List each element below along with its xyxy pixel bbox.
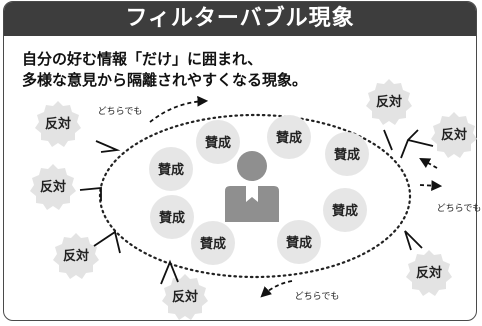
against-badge: 反対 [162,274,208,320]
deflect-arrow-icon [404,230,423,251]
against-badge: 反対 [431,112,477,158]
neutral-label: どちらでも [98,106,143,117]
against-label: 反対 [376,94,402,110]
agree-label: 賛成 [200,236,226,252]
against-label: 反対 [172,289,198,305]
neutral-arrow-icon [149,95,209,123]
agree-label: 賛成 [205,135,231,151]
person-icon [225,151,279,222]
agree-circle: 賛成 [191,221,235,265]
deflect-arrow-icon [160,259,179,285]
agree-circle: 賛成 [149,147,193,191]
agree-label: 賛成 [286,235,312,251]
agree-label: 賛成 [159,210,185,226]
description: 自分の好む情報「だけ」に囲まれ、 多様な意見から隔離されやすくなる現象。 [22,49,462,91]
against-label: 反対 [40,179,66,195]
agree-circle: 賛成 [277,220,321,264]
agree-label: 賛成 [158,162,184,178]
against-label: 反対 [416,265,442,281]
against-label: 反対 [45,116,71,132]
page-title: フィルターバブル現象 [4,2,476,36]
agree-label: 賛成 [334,147,360,163]
deflect-arrow-icon [93,230,121,254]
dotted-bubble [98,113,412,279]
agree-label: 賛成 [332,203,358,219]
deflect-arrow-icon [95,140,121,153]
neutral-arrow-icon [419,180,443,191]
neutral-label: どちらでも [437,203,482,214]
agree-circle: 賛成 [267,115,311,159]
agree-circle: 賛成 [150,195,194,239]
against-label: 反対 [441,127,467,143]
description-line-1: 自分の好む情報「だけ」に囲まれ、 [22,50,263,68]
against-badge: 反対 [406,250,452,296]
against-badge: 反対 [366,79,412,125]
deflect-arrow-icon [407,139,434,147]
neutral-label: どちらでも [295,291,340,302]
deflect-arrow-icon [383,129,393,151]
agree-circle: 賛成 [323,188,367,232]
neutral-arrow-icon [260,280,293,298]
against-label: 反対 [63,248,89,264]
agree-circle: 賛成 [325,132,369,176]
against-badge: 反対 [35,101,81,147]
description-line-2: 多様な意見から隔離されやすくなる現象。 [22,71,308,89]
agree-circle: 賛成 [196,120,240,164]
agree-label: 賛成 [276,130,302,146]
neutral-arrow-icon [419,157,438,169]
against-badge: 反対 [30,164,76,210]
deflect-arrow-icon [400,129,419,159]
deflect-arrow-icon [79,187,102,201]
against-badge: 反対 [53,233,99,279]
